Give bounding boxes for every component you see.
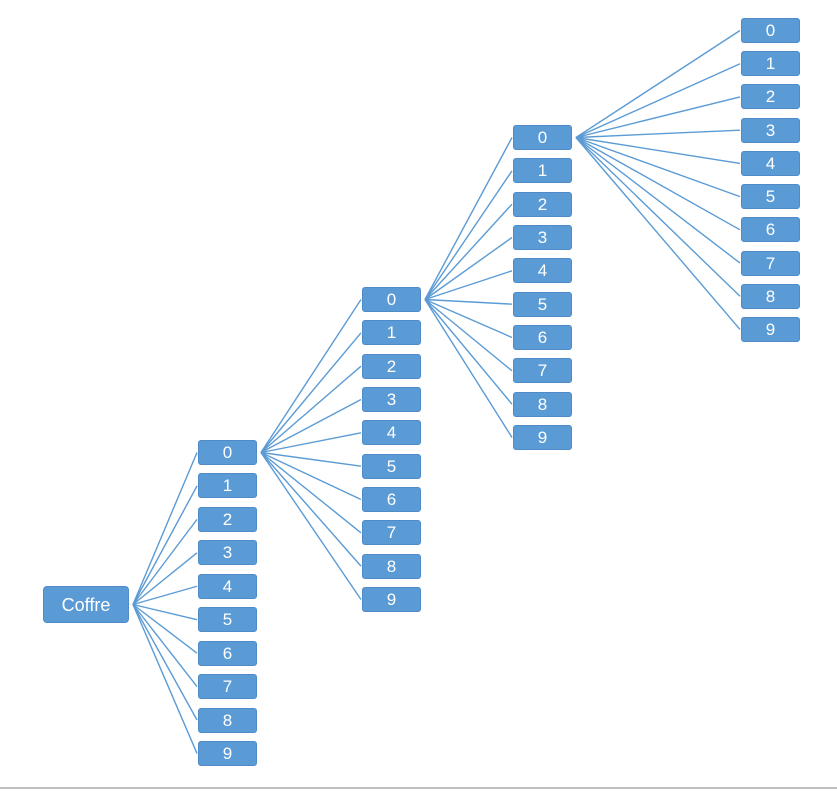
tree-node-l2-1: 1 <box>362 320 421 345</box>
tree-node-l3-4: 4 <box>513 258 572 283</box>
tree-node-l2-4: 4 <box>362 420 421 445</box>
tree-node-l3-8: 8 <box>513 392 572 417</box>
connector-line <box>260 432 362 454</box>
connector-line <box>132 518 198 605</box>
connector-line <box>260 452 362 600</box>
tree-node-l1-5: 5 <box>198 607 257 632</box>
connector-line <box>260 451 362 501</box>
connector-line <box>132 604 198 688</box>
connector-line <box>132 604 198 721</box>
connector-line <box>575 29 741 139</box>
tree-node-l4-1: 1 <box>741 51 800 76</box>
tree-node-l3-6: 6 <box>513 325 572 350</box>
tree-node-l4-0: 0 <box>741 18 800 43</box>
connector-line <box>575 136 741 165</box>
tree-node-l1-0: 0 <box>198 440 257 465</box>
connector-line <box>424 299 513 405</box>
tree-node-l1-6: 6 <box>198 641 257 666</box>
connector-line <box>260 398 362 454</box>
connector-line <box>260 451 362 534</box>
tree-node-l2-7: 7 <box>362 520 421 545</box>
bottom-divider <box>0 787 837 789</box>
connector-line <box>575 136 741 264</box>
tree-node-l1-2: 2 <box>198 507 257 532</box>
tree-node-l1-8: 8 <box>198 708 257 733</box>
connector-line <box>260 332 362 453</box>
tree-node-l3-0: 0 <box>513 125 572 150</box>
connector-line <box>260 299 362 453</box>
connector-line <box>132 603 198 621</box>
tree-node-l2-3: 3 <box>362 387 421 412</box>
tree-node-l1-9: 9 <box>198 741 257 766</box>
connector-line <box>575 137 741 330</box>
connector-line <box>132 552 198 606</box>
tree-node-l3-3: 3 <box>513 225 572 250</box>
connector-line <box>424 298 513 372</box>
tree-node-l2-9: 9 <box>362 587 421 612</box>
tree-node-l4-7: 7 <box>741 251 800 276</box>
tree-node-l1-4: 4 <box>198 574 257 599</box>
tree-node-l4-9: 9 <box>741 317 800 342</box>
root-node: Coffre <box>43 586 129 623</box>
connector-line <box>260 365 362 454</box>
connector-line <box>424 170 513 300</box>
connector-line <box>424 270 513 301</box>
connector-line <box>132 585 198 606</box>
connector-line <box>260 451 362 467</box>
tree-node-l1-1: 1 <box>198 473 257 498</box>
connector-line <box>575 63 741 139</box>
tree-node-l1-7: 7 <box>198 674 257 699</box>
connector-line <box>575 96 741 139</box>
connector-line <box>575 129 741 139</box>
connector-line <box>575 136 741 297</box>
connector-line <box>424 137 513 300</box>
connector-line <box>575 136 741 198</box>
connector-line <box>260 452 362 567</box>
tree-node-l2-0: 0 <box>362 287 421 312</box>
tree-node-l4-4: 4 <box>741 151 800 176</box>
tree-node-l1-3: 3 <box>198 540 257 565</box>
tree-node-l4-8: 8 <box>741 284 800 309</box>
connector-line <box>424 203 513 300</box>
connector-line <box>424 299 513 438</box>
connector-line <box>132 485 198 605</box>
connector-line <box>424 298 513 305</box>
tree-node-l3-2: 2 <box>513 192 572 217</box>
tree-node-l3-5: 5 <box>513 292 572 317</box>
tree-node-l3-9: 9 <box>513 425 572 450</box>
tree-node-l4-2: 2 <box>741 84 800 109</box>
tree-node-l4-6: 6 <box>741 217 800 242</box>
tree-node-l4-5: 5 <box>741 184 800 209</box>
connector-line <box>424 298 513 339</box>
tree-node-l2-8: 8 <box>362 554 421 579</box>
connector-line <box>132 603 198 654</box>
connector-line <box>132 452 198 605</box>
tree-node-l3-1: 1 <box>513 158 572 183</box>
tree-node-l2-2: 2 <box>362 354 421 379</box>
tree-node-l2-5: 5 <box>362 454 421 479</box>
tree-node-l4-3: 3 <box>741 118 800 143</box>
connector-line <box>575 136 741 231</box>
connector-line <box>424 236 513 301</box>
tree-node-l2-6: 6 <box>362 487 421 512</box>
connector-line <box>132 604 198 754</box>
tree-node-l3-7: 7 <box>513 358 572 383</box>
